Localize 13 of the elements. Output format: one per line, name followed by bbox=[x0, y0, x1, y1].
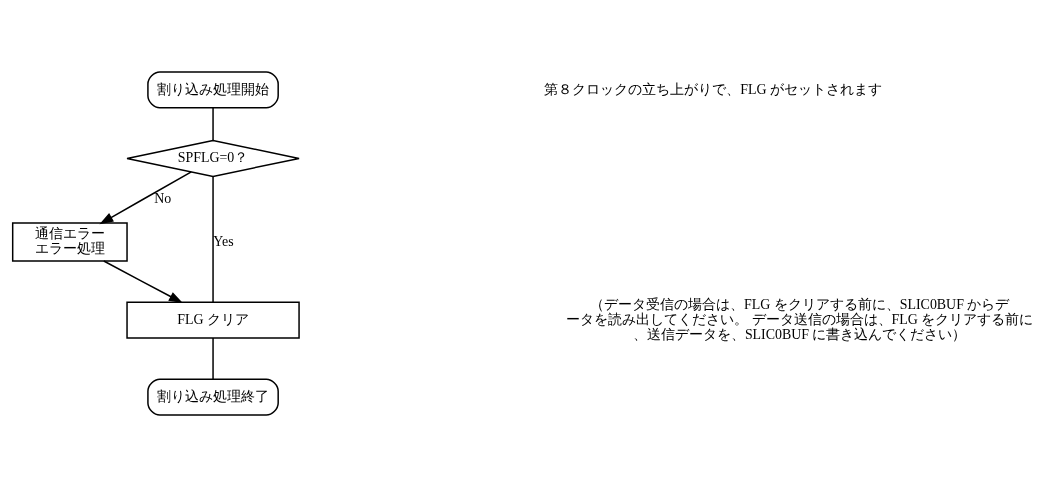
connector bbox=[212, 337, 214, 380]
label: （データ受信の場合は、FLG をクリアする前に、SLIC0BUF からデータを読み出してください。 データ送信の場合は、FLG をクリアする前に、送信データを、SLIC0BUF に書き込んでください） bbox=[566, 296, 1034, 342]
node-box: 割り込み処理終了 bbox=[147, 378, 279, 416]
node-box: 通信エラー エラー処理 bbox=[11, 222, 128, 262]
label: 第８クロックの立ち上がりで、FLG がセットされます bbox=[544, 81, 883, 97]
edge-label: No bbox=[154, 191, 172, 207]
connector bbox=[212, 175, 214, 303]
arrow bbox=[103, 260, 183, 303]
arrow bbox=[99, 171, 193, 225]
node-diamond: SPFLG=0？ bbox=[126, 139, 300, 178]
node-box: 割り込み処理開始 bbox=[147, 71, 279, 109]
connector bbox=[212, 107, 214, 141]
node-box: FLG クリア bbox=[126, 301, 300, 339]
